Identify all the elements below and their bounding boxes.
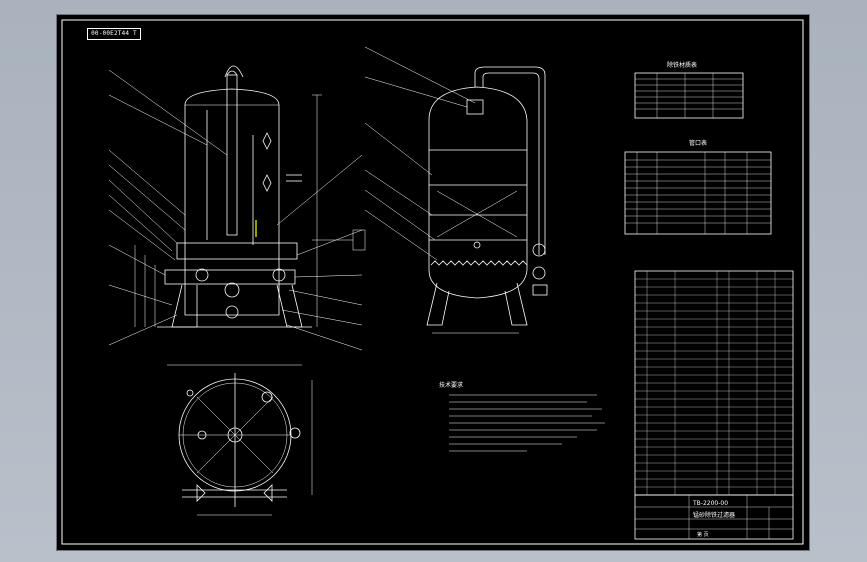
title-block-name: 锰砂除铁过滤器 xyxy=(693,511,735,519)
inner-border xyxy=(61,19,804,545)
nozzle-table: 管口表 xyxy=(624,139,772,235)
plan-view xyxy=(167,364,313,516)
vessel-shell-front xyxy=(184,88,280,316)
title-block-sheet: 第 页 xyxy=(697,531,709,538)
filter-media-layer xyxy=(430,260,528,266)
side-elevation-view xyxy=(364,46,548,334)
front-elevation-view xyxy=(108,65,366,351)
drawing-sheet: 00-00E2T44 T xyxy=(56,14,810,551)
drawing-number-stamp: 00-00E2T44 T xyxy=(87,28,141,40)
title-block: TB-2200-00 锰砂除铁过滤器 第 页 xyxy=(634,494,794,540)
material-table-title: 除铁材质表 xyxy=(667,61,697,69)
title-block-code: TB-2200-00 xyxy=(692,500,728,507)
parts-list xyxy=(634,270,794,496)
main-pipe-front xyxy=(226,74,238,236)
vessel-shell-side xyxy=(428,86,528,299)
nozzle-table-title: 管口表 xyxy=(689,139,707,147)
notes-title: 技术要求 xyxy=(439,381,463,389)
cad-drawing: 技术要求 除铁材质表 管口表 xyxy=(61,19,804,545)
material-table: 除铁材质表 xyxy=(634,61,744,119)
technical-notes: 技术要求 xyxy=(439,381,605,452)
